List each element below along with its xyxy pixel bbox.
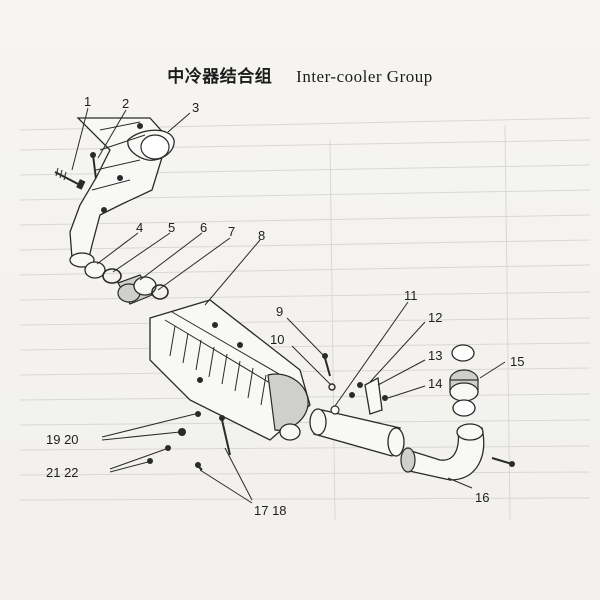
callout-15: 15 xyxy=(510,354,524,369)
part-clamp-7 xyxy=(151,284,169,300)
callout-1: 1 xyxy=(84,94,91,109)
part-ring-5 xyxy=(102,268,122,284)
callout-14: 14 xyxy=(428,376,442,391)
callout-labels: 1 2 3 4 5 6 7 8 9 10 11 12 13 14 15 16 1… xyxy=(46,94,524,518)
leader-lines xyxy=(71,107,506,504)
part-bracket-12 xyxy=(364,376,383,415)
part-clip-13 xyxy=(349,382,363,398)
callout-10: 10 xyxy=(270,332,284,347)
callout-6: 6 xyxy=(200,220,207,235)
callout-2: 2 xyxy=(122,96,129,111)
callout-19-20: 19 20 xyxy=(46,432,79,447)
title-english: Inter-cooler Group xyxy=(296,67,433,86)
callout-21-22: 21 22 xyxy=(46,465,79,480)
part-bolt-1 xyxy=(54,167,86,190)
part-bolt-9 xyxy=(322,353,331,377)
callout-13: 13 xyxy=(428,348,442,363)
part-intake-pipe-3 xyxy=(69,117,175,268)
part-intercooler-8 xyxy=(149,299,311,441)
callout-5: 5 xyxy=(168,220,175,235)
callout-17-18: 17 18 xyxy=(254,503,287,518)
callout-11: 11 xyxy=(404,288,418,303)
title-chinese: 中冷器结合组 xyxy=(167,67,273,87)
page-title: 中冷器结合组 Inter-cooler Group xyxy=(0,62,600,87)
callout-9: 9 xyxy=(276,304,283,319)
callout-7: 7 xyxy=(228,224,235,239)
callout-3: 3 xyxy=(192,100,199,115)
part-hose-15 xyxy=(449,344,479,417)
background-table-ghost xyxy=(19,117,591,521)
callout-8: 8 xyxy=(258,228,265,243)
part-clamp-4 xyxy=(84,261,106,279)
callout-4: 4 xyxy=(136,220,143,235)
part-pipe-11 xyxy=(309,405,405,457)
callout-16: 16 xyxy=(475,490,489,505)
part-bolt-17-18 xyxy=(195,415,231,471)
part-hose-6 xyxy=(117,274,157,305)
callout-12: 12 xyxy=(428,310,442,325)
part-washer-10 xyxy=(328,383,336,391)
part-bolt-21-22 xyxy=(147,445,171,464)
part-bolt-19-20 xyxy=(178,411,201,436)
part-clip-14 xyxy=(382,395,388,401)
part-elbow-16 xyxy=(400,423,515,481)
